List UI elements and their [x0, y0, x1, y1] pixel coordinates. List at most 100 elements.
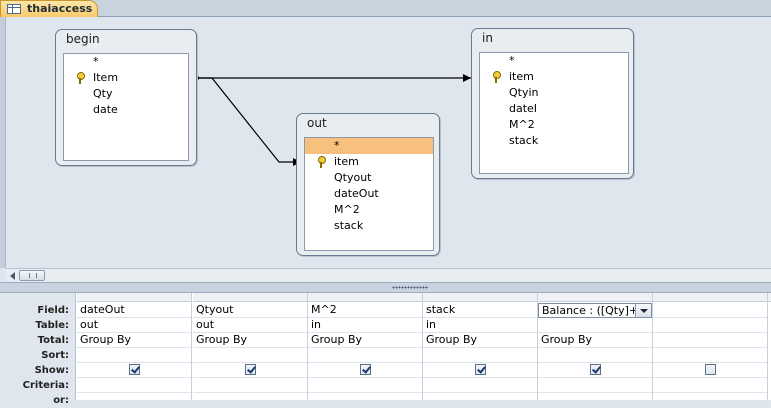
- document-tab-thaiaccess[interactable]: thaiaccess: [0, 0, 98, 17]
- table-cell[interactable]: in: [308, 318, 422, 333]
- total-cell[interactable]: Group By: [423, 333, 537, 348]
- field-list-title: in: [482, 31, 493, 45]
- field-item[interactable]: M^2: [334, 203, 360, 216]
- field-item[interactable]: Qty: [93, 87, 113, 100]
- grid-column[interactable]: M^2 in Group By: [308, 293, 423, 408]
- column-selector[interactable]: [768, 293, 771, 302]
- show-cell[interactable]: [193, 363, 307, 378]
- or-cell[interactable]: [653, 393, 767, 408]
- show-checkbox[interactable]: [475, 364, 486, 375]
- sort-cell[interactable]: [193, 348, 307, 363]
- show-cell[interactable]: [77, 363, 191, 378]
- show-checkbox[interactable]: [360, 364, 371, 375]
- sort-cell[interactable]: [423, 348, 537, 363]
- field-item[interactable]: *: [509, 54, 515, 67]
- scroll-left-arrow-icon[interactable]: [10, 272, 15, 280]
- field-list-out[interactable]: out * item Qtyout dateOut M^2 stack: [296, 113, 440, 256]
- design-horizontal-scrollbar[interactable]: [6, 268, 771, 282]
- total-cell[interactable]: Group By: [193, 333, 307, 348]
- scrollbar-thumb[interactable]: [19, 270, 45, 281]
- field-item[interactable]: Qtyout: [334, 171, 372, 184]
- join-lines: [196, 74, 471, 166]
- field-item[interactable]: dateOut: [334, 187, 379, 200]
- field-cell[interactable]: Qtyout: [193, 303, 307, 318]
- field-item[interactable]: *: [93, 55, 99, 68]
- field-item-selected[interactable]: *: [305, 138, 433, 154]
- table-cell[interactable]: in: [423, 318, 537, 333]
- primary-key-icon: [317, 156, 326, 168]
- query-design-pane[interactable]: begin * Item Qty date out * item Qtyout …: [0, 17, 771, 268]
- total-cell[interactable]: Group By: [538, 333, 652, 348]
- column-selector[interactable]: [423, 293, 537, 302]
- primary-key-icon: [76, 72, 85, 84]
- field-item[interactable]: date: [93, 103, 118, 116]
- field-list-begin[interactable]: begin * Item Qty date: [55, 29, 197, 166]
- field-list-items[interactable]: * item Qtyout dateOut M^2 stack: [304, 137, 434, 251]
- criteria-cell[interactable]: [308, 378, 422, 393]
- total-cell[interactable]: Group By: [77, 333, 191, 348]
- sort-cell[interactable]: [77, 348, 191, 363]
- field-list-items[interactable]: * item Qtyin dateI M^2 stack: [479, 52, 629, 174]
- column-selector[interactable]: [308, 293, 422, 302]
- field-item[interactable]: Item: [64, 70, 188, 86]
- grid-column[interactable]: dateOut out Group By: [77, 293, 192, 408]
- show-checkbox[interactable]: [590, 364, 601, 375]
- grid-column[interactable]: Qtyout out Group By: [193, 293, 308, 408]
- splitter-grip-icon[interactable]: [392, 286, 428, 289]
- show-checkbox[interactable]: [129, 364, 140, 375]
- sort-cell[interactable]: [653, 348, 767, 363]
- field-cell[interactable]: dateOut: [77, 303, 191, 318]
- grid-column[interactable]: [653, 293, 768, 408]
- table-cell[interactable]: out: [193, 318, 307, 333]
- criteria-cell[interactable]: [423, 378, 537, 393]
- or-cell[interactable]: [77, 393, 191, 408]
- field-item[interactable]: item: [305, 154, 433, 170]
- criteria-cell[interactable]: [77, 378, 191, 393]
- show-cell[interactable]: [538, 363, 652, 378]
- sort-cell[interactable]: [308, 348, 422, 363]
- field-item[interactable]: dateI: [509, 102, 538, 115]
- field-item[interactable]: stack: [334, 219, 364, 232]
- field-cell-active[interactable]: Balance : ([Qty]+[C: [538, 303, 652, 318]
- pane-splitter[interactable]: [0, 282, 771, 293]
- column-selector[interactable]: [193, 293, 307, 302]
- criteria-cell[interactable]: [538, 378, 652, 393]
- field-cell[interactable]: stack: [423, 303, 537, 318]
- field-item[interactable]: M^2: [509, 118, 535, 131]
- total-cell[interactable]: Group By: [308, 333, 422, 348]
- sort-cell[interactable]: [538, 348, 652, 363]
- show-checkbox[interactable]: [705, 364, 716, 375]
- field-list-items[interactable]: * Item Qty date: [63, 53, 189, 161]
- column-selector[interactable]: [77, 293, 191, 302]
- or-cell[interactable]: [423, 393, 537, 408]
- query-design-grid[interactable]: Field: Table: Total: Sort: Show: Criteri…: [0, 293, 771, 408]
- total-cell[interactable]: [653, 333, 767, 348]
- table-cell[interactable]: [653, 318, 767, 333]
- show-checkbox[interactable]: [245, 364, 256, 375]
- field-item[interactable]: stack: [509, 134, 539, 147]
- field-list-in[interactable]: in * item Qtyin dateI M^2 stack: [471, 28, 634, 179]
- grid-column[interactable]: [768, 293, 771, 400]
- show-cell[interactable]: [308, 363, 422, 378]
- field-item[interactable]: item: [480, 69, 628, 85]
- column-selector[interactable]: [653, 293, 767, 302]
- criteria-cell[interactable]: [193, 378, 307, 393]
- field-cell[interactable]: [653, 303, 767, 318]
- or-cell[interactable]: [193, 393, 307, 408]
- show-cell[interactable]: [423, 363, 537, 378]
- row-label-table: Table:: [35, 320, 69, 331]
- field-item[interactable]: Qtyin: [509, 86, 539, 99]
- show-cell[interactable]: [653, 363, 767, 378]
- chevron-down-icon[interactable]: [635, 304, 651, 317]
- field-cell[interactable]: M^2: [308, 303, 422, 318]
- or-cell[interactable]: [308, 393, 422, 408]
- table-cell[interactable]: out: [77, 318, 191, 333]
- column-selector[interactable]: [538, 293, 652, 302]
- row-label-total: Total:: [37, 335, 69, 346]
- query-table-icon: [7, 4, 21, 14]
- criteria-cell[interactable]: [653, 378, 767, 393]
- table-cell[interactable]: [538, 318, 652, 333]
- or-cell[interactable]: [538, 393, 652, 408]
- grid-column[interactable]: stack in Group By: [423, 293, 538, 408]
- grid-column[interactable]: Balance : ([Qty]+[C Group By: [538, 293, 653, 408]
